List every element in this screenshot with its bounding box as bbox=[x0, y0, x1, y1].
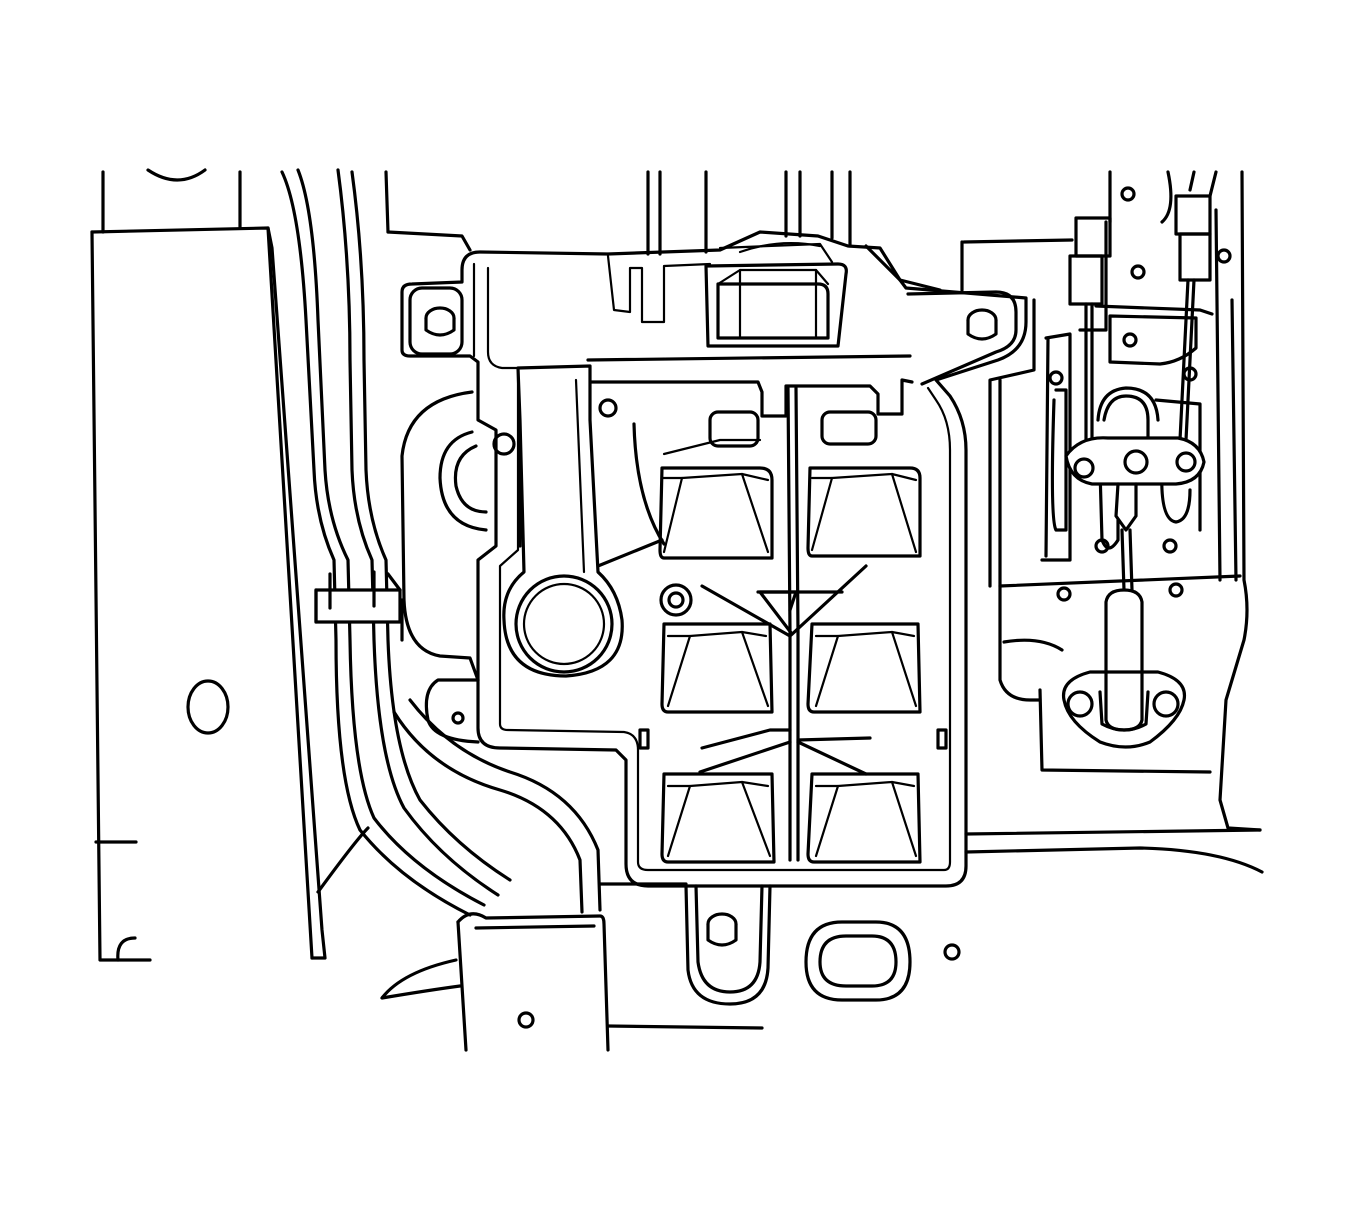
pocket-bottom-right bbox=[806, 772, 922, 864]
actuator-rod bbox=[1061, 588, 1187, 749]
floor-structure bbox=[380, 170, 1264, 1052]
release-handle bbox=[502, 364, 624, 678]
right-linkage bbox=[960, 170, 1262, 832]
pocket-top-right bbox=[806, 410, 922, 558]
mounting-stud-right bbox=[966, 308, 998, 341]
pocket-top-left bbox=[658, 410, 774, 560]
left-side-panel bbox=[90, 168, 327, 962]
pocket-mid-left bbox=[660, 622, 774, 714]
mounting-stud-bottom bbox=[684, 884, 772, 1006]
cable-bundle bbox=[280, 168, 602, 917]
center-bolt bbox=[659, 583, 693, 617]
mounting-stud-left bbox=[408, 286, 464, 356]
pocket-bottom-left bbox=[660, 772, 776, 864]
floor-grommet bbox=[804, 920, 912, 1002]
lower-bracket bbox=[380, 882, 764, 1052]
panel-hole bbox=[186, 679, 230, 735]
bracket-housing bbox=[400, 230, 1028, 1006]
pockets bbox=[658, 410, 922, 864]
pocket-mid-right bbox=[806, 622, 922, 714]
